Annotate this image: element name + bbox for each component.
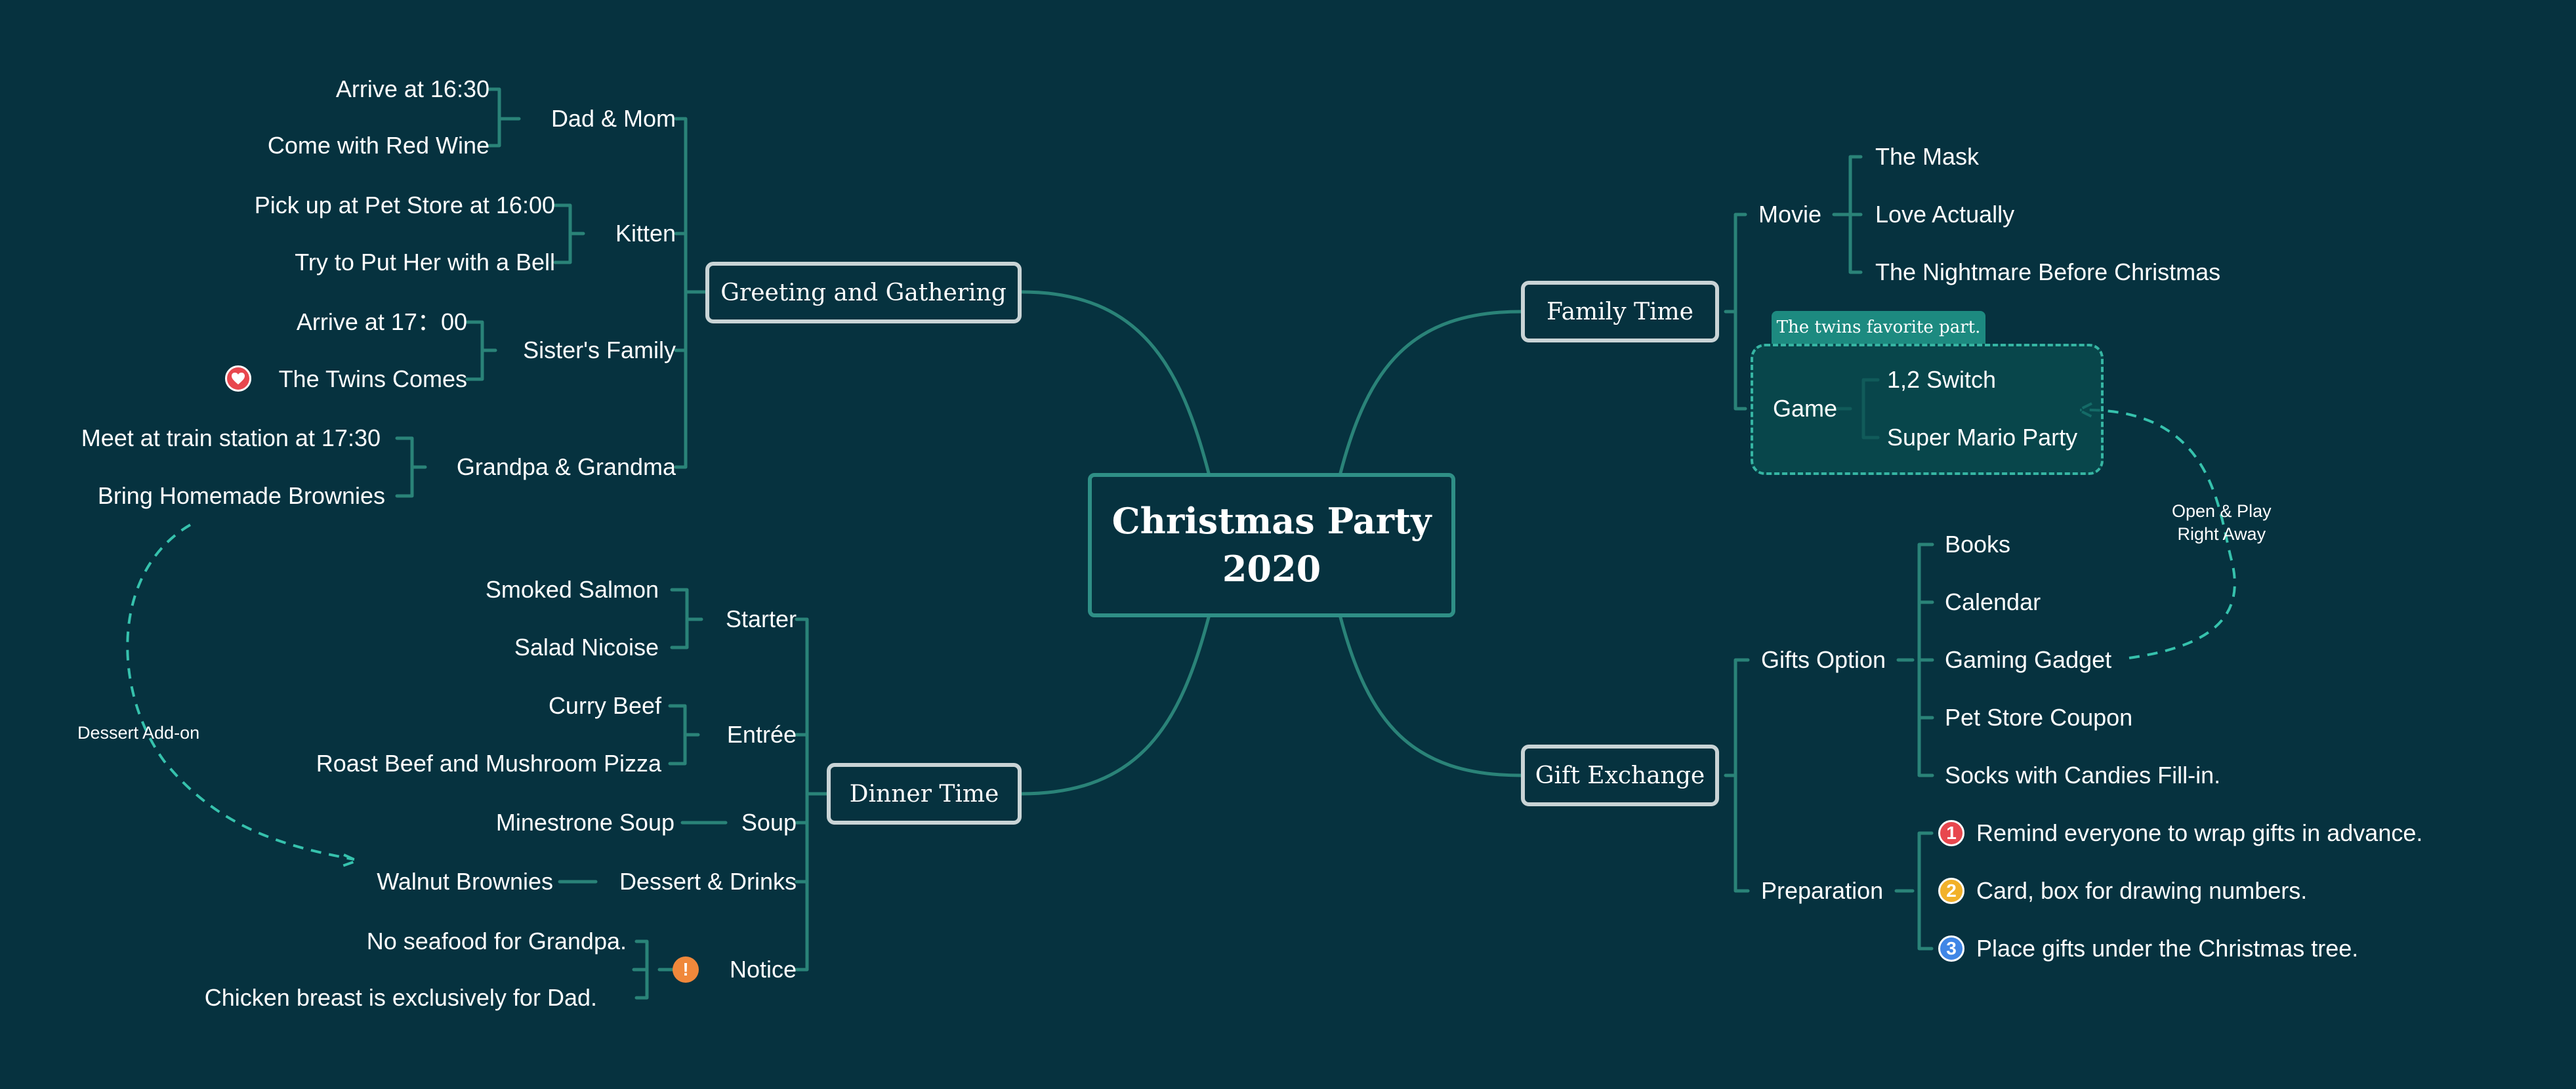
exclamation-icon: ! <box>673 956 699 983</box>
relationship-label-open-play[interactable]: Open & Play Right Away <box>2172 500 2272 546</box>
topic-curry-beef[interactable]: Curry Beef <box>548 692 661 719</box>
topic-notice[interactable]: Notice <box>729 956 797 983</box>
branch-dinner-time[interactable]: Dinner Time <box>827 763 1022 825</box>
priority-1-icon: 1 <box>1938 820 1964 846</box>
topic-game[interactable]: Game <box>1773 395 1838 422</box>
topic-dessert-drinks[interactable]: Dessert & Drinks <box>619 868 797 895</box>
topic-entree[interactable]: Entrée <box>726 721 797 748</box>
topic-roast-beef-pizza[interactable]: Roast Beef and Mushroom Pizza <box>316 750 661 777</box>
branch-family-time[interactable]: Family Time <box>1521 281 1719 342</box>
branch-greeting-gathering[interactable]: Greeting and Gathering <box>705 262 1022 323</box>
topic-books[interactable]: Books <box>1945 531 2011 558</box>
topic-grandparents-train[interactable]: Meet at train station at 17:30 <box>81 424 381 451</box>
central-topic[interactable]: Christmas Party 2020 <box>1088 473 1455 617</box>
topic-no-seafood[interactable]: No seafood for Grandpa. <box>366 928 627 955</box>
relationship-label-line2: Right Away <box>2177 524 2266 544</box>
topic-pet-store-coupon[interactable]: Pet Store Coupon <box>1945 704 2133 731</box>
topic-walnut-brownies[interactable]: Walnut Brownies <box>377 868 553 895</box>
topic-soup[interactable]: Soup <box>741 809 797 836</box>
link-greeting <box>1020 290 1211 475</box>
topic-place-gifts[interactable]: Place gifts under the Christmas tree. <box>1976 935 2359 962</box>
topic-dad-mom[interactable]: Dad & Mom <box>551 105 676 132</box>
link-dinner <box>1020 615 1211 796</box>
topic-twins-comes[interactable]: The Twins Comes <box>278 365 467 392</box>
topic-nightmare-before-christmas[interactable]: The Nightmare Before Christmas <box>1875 258 2221 285</box>
topic-chicken-breast[interactable]: Chicken breast is exclusively for Dad. <box>204 984 597 1011</box>
topic-the-mask[interactable]: The Mask <box>1875 143 1980 170</box>
priority-2-icon: 2 <box>1938 878 1964 904</box>
topic-love-actually[interactable]: Love Actually <box>1875 201 2015 228</box>
topic-movie[interactable]: Movie <box>1758 201 1822 228</box>
topic-kitten-pickup[interactable]: Pick up at Pet Store at 16:00 <box>254 192 555 218</box>
topic-dad-mom-wine[interactable]: Come with Red Wine <box>267 132 489 159</box>
topic-card-box[interactable]: Card, box for drawing numbers. <box>1976 877 2308 904</box>
topic-remind-wrap[interactable]: Remind everyone to wrap gifts in advance… <box>1976 819 2423 846</box>
topic-sisters-family[interactable]: Sister's Family <box>523 337 676 363</box>
topic-socks-candies[interactable]: Socks with Candies Fill-in. <box>1945 762 2221 789</box>
link-gifts <box>1339 615 1523 777</box>
topic-sisters-arrive[interactable]: Arrive at 17：00 <box>296 308 467 335</box>
topic-preparation[interactable]: Preparation <box>1761 877 1884 904</box>
central-topic-line1: Christmas Party <box>1111 500 1432 543</box>
central-topic-line2: 2020 <box>1222 548 1321 590</box>
topic-dad-mom-arrive[interactable]: Arrive at 16:30 <box>335 75 489 102</box>
topic-gifts-option[interactable]: Gifts Option <box>1761 646 1886 673</box>
heart-icon <box>225 365 251 392</box>
topic-super-mario-party[interactable]: Super Mario Party <box>1887 424 2078 451</box>
callout-twins-favorite[interactable]: The twins favorite part. <box>1772 311 1985 344</box>
boundary-game[interactable] <box>1751 344 2104 475</box>
branch-gift-exchange[interactable]: Gift Exchange <box>1521 745 1719 806</box>
link-family <box>1339 310 1523 475</box>
topic-grandparents-brownies[interactable]: Bring Homemade Brownies <box>97 482 385 509</box>
topic-gaming-gadget[interactable]: Gaming Gadget <box>1945 646 2112 673</box>
topic-kitten-bell[interactable]: Try to Put Her with a Bell <box>295 249 555 276</box>
relationship-open-play <box>2079 408 2236 659</box>
priority-3-icon: 3 <box>1938 935 1964 962</box>
relationship-label-dessert-addon[interactable]: Dessert Add-on <box>77 723 200 743</box>
topic-calendar[interactable]: Calendar <box>1945 588 2041 615</box>
topic-switch[interactable]: 1,2 Switch <box>1887 366 1997 393</box>
relationship-label-line1: Open & Play <box>2172 501 2272 521</box>
topic-salad-nicoise[interactable]: Salad Nicoise <box>514 634 659 661</box>
topic-starter[interactable]: Starter <box>725 606 797 632</box>
topic-minestrone-soup[interactable]: Minestrone Soup <box>495 809 675 836</box>
relationship-dessert-addon <box>126 524 355 861</box>
topic-grandpa-grandma[interactable]: Grandpa & Grandma <box>456 453 676 480</box>
topic-smoked-salmon[interactable]: Smoked Salmon <box>485 576 659 603</box>
topic-kitten[interactable]: Kitten <box>615 220 676 247</box>
